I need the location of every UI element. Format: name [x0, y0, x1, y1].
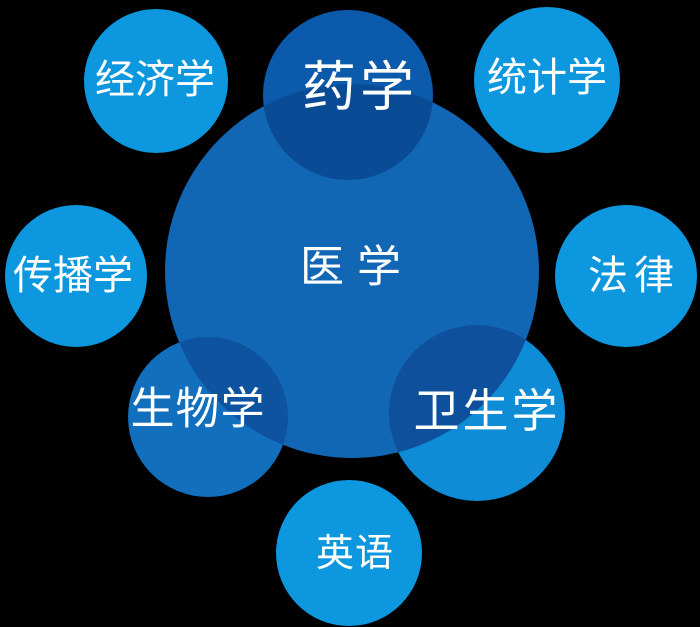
node-circle-law: [555, 205, 697, 347]
label-communication: 传播学: [13, 253, 133, 299]
node-circle-communication: [5, 205, 147, 347]
node-circle-statistics: [474, 7, 620, 153]
node-circle-english: [276, 480, 422, 626]
label-medicine: 医学: [300, 242, 414, 293]
pharmacy-central-overlap: [263, 84, 433, 180]
label-hygiene: 卫生学: [414, 384, 561, 438]
label-biology: 生物学: [131, 384, 266, 435]
node-circle-economics: [84, 9, 228, 153]
label-pharmacy: 药学: [302, 56, 418, 119]
label-law: 法律: [588, 253, 680, 299]
label-statistics: 统计学: [487, 55, 607, 101]
label-economics: 经济学: [95, 57, 215, 103]
label-english: 英语: [316, 531, 394, 575]
